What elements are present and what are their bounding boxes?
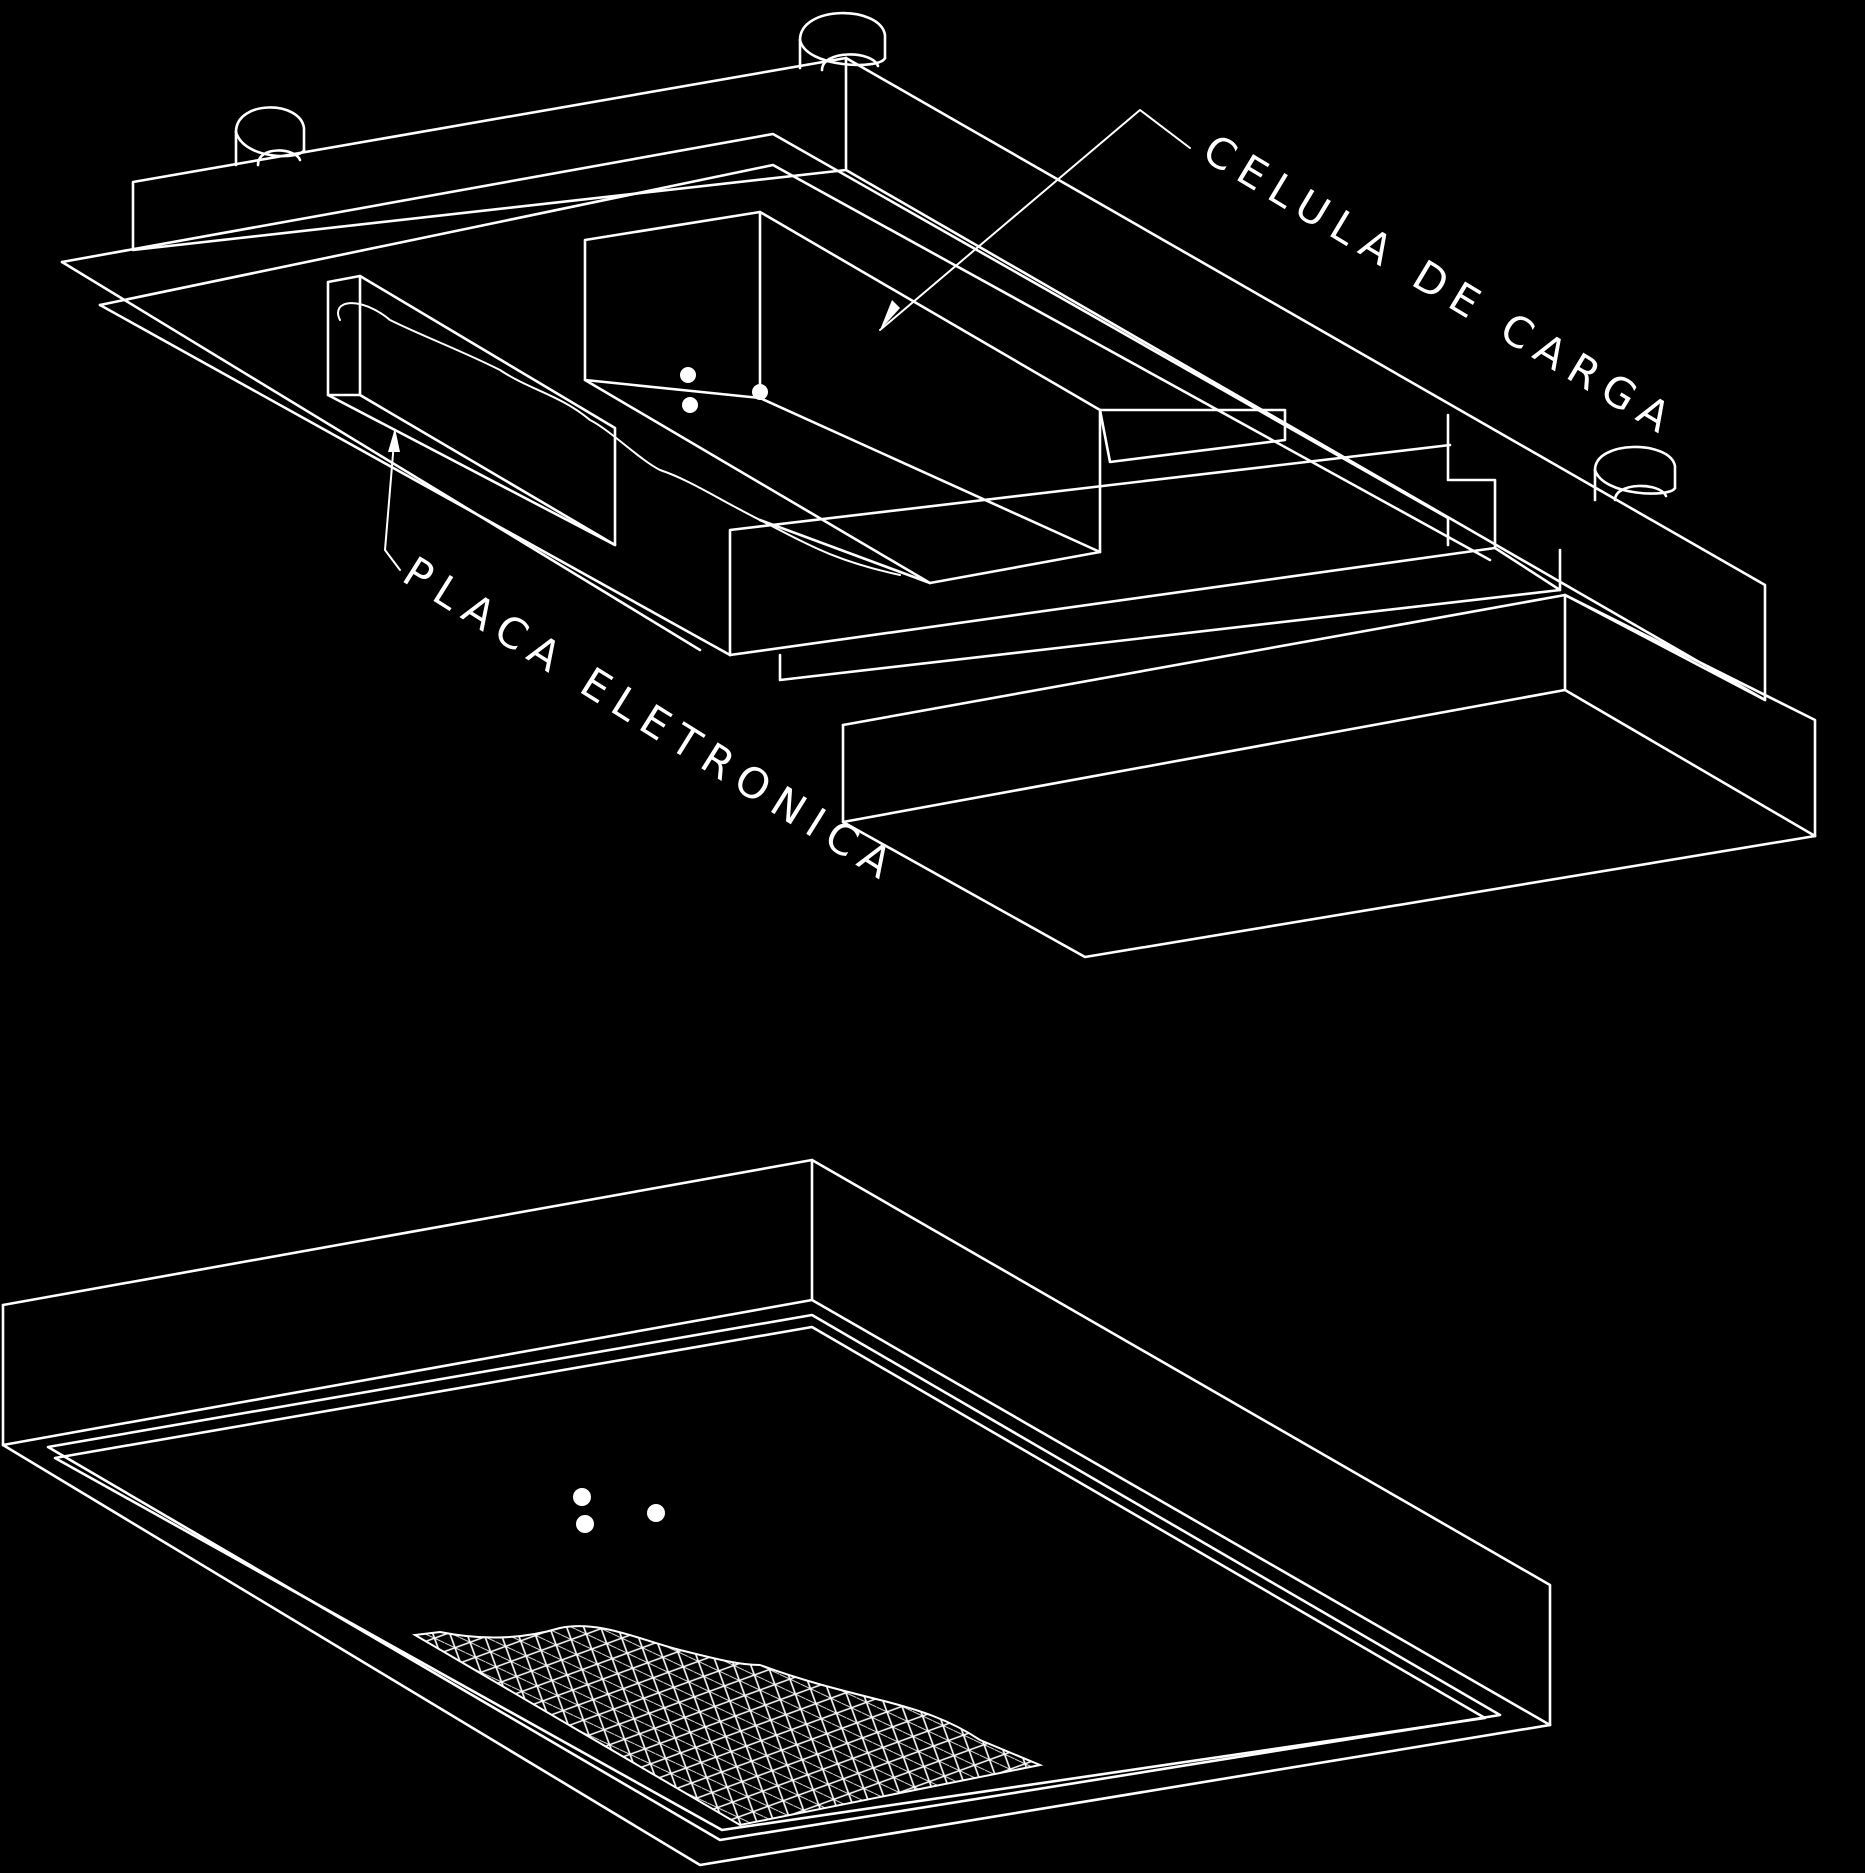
load-cell [583, 210, 1287, 585]
foot-right [1593, 445, 1677, 502]
top-plate [131, 56, 1767, 702]
tray-outer [1, 1158, 1552, 1867]
base-block [841, 593, 1817, 959]
electronic-board-housing [326, 274, 901, 576]
lower-tray [1, 1158, 1552, 1867]
tray-mesh [411, 1625, 1044, 1827]
foot-top [798, 11, 887, 72]
tray-holes [573, 1488, 665, 1533]
base-frame [60, 132, 1562, 682]
tray-inner-rim [46, 1313, 1502, 1842]
